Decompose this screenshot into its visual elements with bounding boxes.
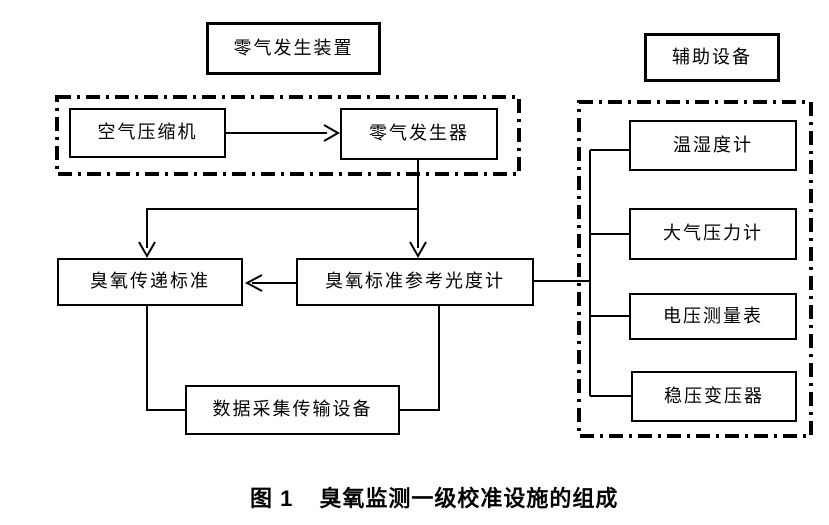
node-barometer: 大气压力计: [629, 208, 797, 260]
node-air-compressor: 空气压缩机: [69, 108, 226, 158]
node-voltage-meter-label: 电压测量表: [663, 305, 763, 326]
arrowhead-down-icon: [409, 241, 427, 259]
zero-gas-group-border: [55, 95, 521, 176]
node-ozone-transfer-standard: 臭氧传递标准: [57, 258, 243, 306]
node-thermo-hygrometer-label: 温湿度计: [673, 134, 753, 155]
figure-caption: 图 1 臭氧监测一级校准设施的组成: [250, 481, 618, 513]
group-title-auxiliary-label: 辅助设备: [672, 46, 752, 67]
node-voltage-stabilizer: 稳压变压器: [631, 371, 797, 422]
group-title-auxiliary: 辅助设备: [644, 33, 780, 82]
group-title-zero-gas: 零气发生装置: [206, 22, 381, 75]
node-ozone-reference-photometer-label: 臭氧标准参考光度计: [325, 271, 505, 292]
node-data-acquisition-label: 数据采集传输设备: [212, 399, 373, 420]
figure-caption-number: 图 1: [250, 486, 294, 511]
node-voltage-stabilizer-label: 稳压变压器: [664, 385, 764, 406]
node-zero-gas-generator: 零气发生器: [340, 108, 498, 160]
arrowhead-left-icon: [244, 274, 263, 292]
group-title-zero-gas-label: 零气发生装置: [233, 37, 354, 58]
node-data-acquisition: 数据采集传输设备: [185, 385, 400, 435]
node-thermo-hygrometer: 温湿度计: [629, 120, 797, 171]
node-zero-gas-generator-label: 零气发生器: [369, 123, 469, 144]
node-voltage-meter: 电压测量表: [629, 293, 797, 340]
connector-generator-to-transfer-standard: [146, 208, 418, 248]
arrowhead-down-icon: [138, 241, 156, 259]
figure-caption-text: 臭氧监测一级校准设施的组成: [319, 486, 619, 511]
node-ozone-reference-photometer: 臭氧标准参考光度计: [296, 258, 534, 306]
node-ozone-transfer-standard-label: 臭氧传递标准: [90, 271, 210, 292]
node-barometer-label: 大气压力计: [663, 223, 763, 244]
auxiliary-group-border: [577, 100, 813, 438]
connector-photometer-to-data: [400, 306, 440, 411]
node-air-compressor-label: 空气压缩机: [97, 122, 198, 143]
arrowhead-right-icon: [323, 124, 341, 142]
connector-transfer-standard-to-data: [146, 306, 185, 411]
